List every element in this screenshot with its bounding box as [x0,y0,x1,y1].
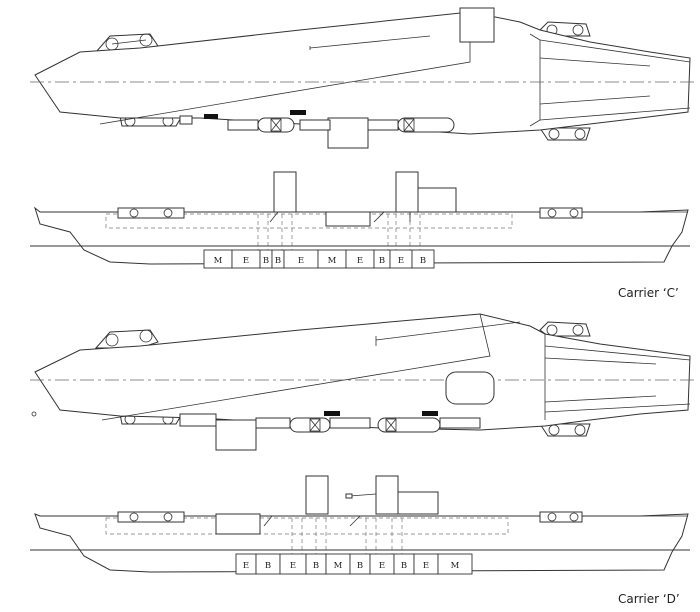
carrier-d-compartment-label: B [357,561,363,571]
carrier-c-compartment-label: B [379,256,385,266]
carrier-c-compartment-label: B [275,256,281,266]
carrier-c-plan-view [30,7,698,149]
carrier-d-island [445,371,495,405]
carrier-c-compartment-label: B [263,256,269,266]
carrier-d-compartment-label: B [265,561,271,571]
carrier-d-compartment-label: B [313,561,319,571]
carrier-c-funnel-aft [395,171,419,213]
carrier-d-machinery-spaces: E B E B M B E B E M [235,553,473,575]
carrier-d-compartment-label: M [451,561,460,571]
carrier-c-compartment-label: E [357,256,363,266]
carrier-d-compartment-label: B [401,561,407,571]
carrier-c-boat-2 [397,117,455,133]
carrier-d-funnel-fore [305,475,329,515]
carrier-d-caption: Carrier ‘D’ [618,592,680,606]
carrier-c-compartment-label: E [298,256,304,266]
carrier-c-boat-1 [257,117,295,133]
carrier-c-side-lift [327,117,369,149]
carrier-d-side-lift [215,419,257,451]
carrier-c-island [459,7,495,43]
carrier-d-plan-view [30,313,698,451]
carrier-c-compartment-label: M [214,256,223,266]
carrier-d-compartment-label: E [243,561,249,571]
carrier-c-profile-view: M E B B E M E B E B [30,171,690,269]
carrier-c-funnel-fore [273,171,297,213]
carrier-d-funnel-aft [375,475,399,515]
carrier-c-compartment-label: B [420,256,426,266]
carrier-d-profile-view: E B E B M B E B E M [30,475,690,575]
carrier-c-compartment-label: E [243,256,249,266]
carrier-d-compartment-label: M [334,561,343,571]
carrier-d-compartment-label: E [290,561,296,571]
carrier-c-machinery-spaces: M E B B E M E B E B [203,249,435,269]
carrier-d-compartment-label: E [423,561,429,571]
carrier-d-compartment-label: E [379,561,385,571]
carrier-c-compartment-label: E [398,256,404,266]
carrier-c-catapult-track [309,35,431,49]
carrier-c-caption: Carrier ‘C’ [618,286,679,300]
carrier-c-compartment-label: M [328,256,337,266]
